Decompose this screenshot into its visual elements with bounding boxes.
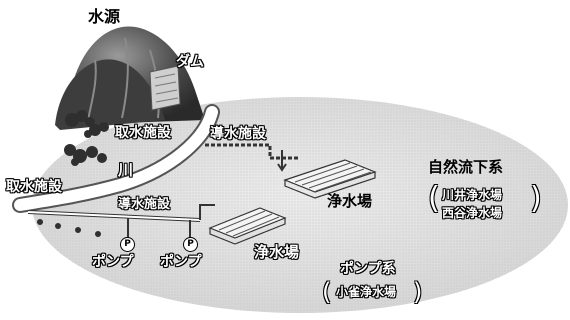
pump-open-paren: ( (322, 278, 332, 306)
pump-label-2: ポンプ (160, 254, 202, 270)
upper-conveyance-pipe (205, 143, 300, 172)
pump-system-label: ポンプ系 (340, 261, 396, 277)
gravity-system-label: 自然流下系 (428, 158, 504, 176)
lower-conveyance-label: 導水施設 (118, 197, 171, 212)
pump-plant-name: 小雀浄水場 (336, 285, 397, 299)
gravity-plant-basins (283, 159, 377, 199)
water-source-label: 水源 (88, 7, 121, 26)
dam-label: ダム (176, 54, 204, 70)
dam-structure (149, 65, 181, 111)
trees (64, 110, 109, 166)
pump-label-1: ポンプ (92, 254, 134, 270)
pump-marker-2: P (183, 237, 198, 252)
river (12, 104, 220, 213)
pump-plant-label: 浄水場 (254, 243, 300, 261)
upper-intake-label: 取水施設 (115, 125, 171, 141)
pump-marker-1: P (120, 237, 135, 252)
gravity-close-paren: ) (530, 181, 542, 216)
gravity-plant-name-1: 川井浄水場 (442, 188, 503, 202)
ground-texture (32, 97, 568, 313)
river-label: 川 (118, 161, 134, 179)
gravity-plant-label: 浄水場 (327, 192, 373, 210)
pump-plant-basins (208, 207, 287, 245)
lower-pipeline (27, 204, 215, 238)
upper-conveyance-label: 導水施設 (210, 126, 266, 142)
gravity-plant-name-2: 西谷浄水場 (442, 206, 503, 220)
pump-close-paren: ) (413, 278, 423, 306)
gravity-open-paren: ( (428, 181, 440, 216)
lower-intake-label: 取水施設 (6, 179, 62, 195)
